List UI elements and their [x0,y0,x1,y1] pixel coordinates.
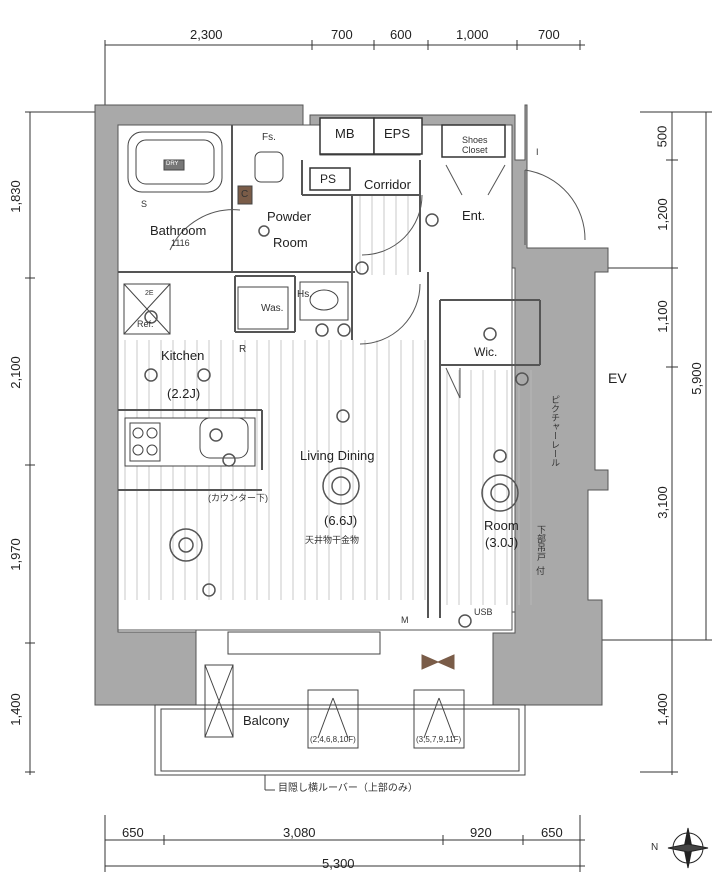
dim-top-5: 700 [538,27,560,42]
dry-label: DRY [166,161,179,167]
ld-size: (6.6J) [324,513,358,528]
ceiling-hook-note: 天井物干金物 [305,535,360,545]
floors-b: (3,5,7,9,11F) [416,735,462,744]
bathtub [127,131,223,193]
ev-label: EV [608,370,627,386]
light-fixtures [144,213,529,628]
ent-label: Ent. [462,208,486,223]
room-size: (3.0J) [485,535,519,550]
bottom-dimension-line [104,815,585,872]
dim-left-3: 1,970 [7,538,23,571]
dim-right-3: 1,100 [654,300,670,333]
picture-rail-note: ピクチャーレール [550,395,560,467]
room-label: Room [484,518,519,533]
floors-a: (2,4,6,8,10F) [310,735,356,744]
dim-top-1: 2,300 [190,27,223,42]
ref-label: Ref. [137,319,154,329]
kitchen-label: Kitchen [161,348,205,363]
balcony-outline [154,631,526,791]
compass-north: N [651,842,659,853]
shoes-closet-label-2: Closet [462,145,488,155]
dim-bottom-4: 650 [541,825,563,840]
dim-top-3: 600 [390,27,412,42]
dim-left-1: 1,830 [7,180,23,213]
i-mark: I [536,147,539,157]
flooring [124,195,532,605]
hs-label: Hs. [297,289,312,300]
dim-top-4: 1,000 [456,27,489,42]
ps-label: PS [320,172,337,186]
balcony-label: Balcony [243,713,290,728]
living-dining-label: Living Dining [300,448,375,463]
louver-note: 目隠し横ルーバー（上部のみ） [278,783,418,794]
corridor-label: Corridor [364,177,411,192]
right-dimension-line [600,111,712,775]
counter-note: (カウンター下) [208,493,268,503]
top-dimension-line [104,40,585,106]
powder-label-2: Room [273,235,308,250]
dim-bottom-3: 920 [470,825,492,840]
fs-label: Fs. [262,132,276,143]
lower-hanging-note-2: 付 [536,566,546,576]
eps-label: EPS [384,126,411,141]
kitchen-size: (2.2J) [167,386,201,401]
dim-left-2: 2,100 [7,356,23,389]
s-mark: S [141,199,148,209]
powder-label-1: Powder [267,209,312,224]
dim-right-2: 1,200 [654,198,670,231]
dim-right-4: 3,100 [654,486,670,519]
shoes-closet-label-1: Shoes [462,135,488,145]
c-mark: C [241,189,249,200]
dim-top-2: 700 [331,27,353,42]
usb-label: USB [474,607,493,617]
was-label: Was. [261,303,284,314]
mb-label: MB [335,126,355,141]
dim-bottom-2: 3,080 [283,825,316,840]
mb-eps-boxes [309,117,506,191]
dim-left-4: 1,400 [7,693,23,726]
bath-code: 1116 [171,238,190,248]
bathroom-label: Bathroom [150,223,207,238]
partitions [118,125,541,618]
wic-label: Wic. [474,345,498,359]
r-mark: R [239,344,247,355]
two-e-mark: 2E [145,290,154,297]
dim-right-5: 1,400 [654,693,670,726]
lower-hanging-note: 下部吊戸 [536,525,546,561]
dim-right-1: 500 [654,125,670,148]
compass-rose [667,827,709,869]
m-mark: M [401,615,409,625]
door-swings [169,164,586,399]
dim-bottom-1: 650 [122,825,144,840]
left-dimension-line [25,111,95,775]
toilet-fixtures [237,151,349,330]
kitchen-counter [123,283,256,467]
dim-right-total: 5,900 [688,362,704,395]
dim-bottom-total: 5,300 [322,856,355,871]
